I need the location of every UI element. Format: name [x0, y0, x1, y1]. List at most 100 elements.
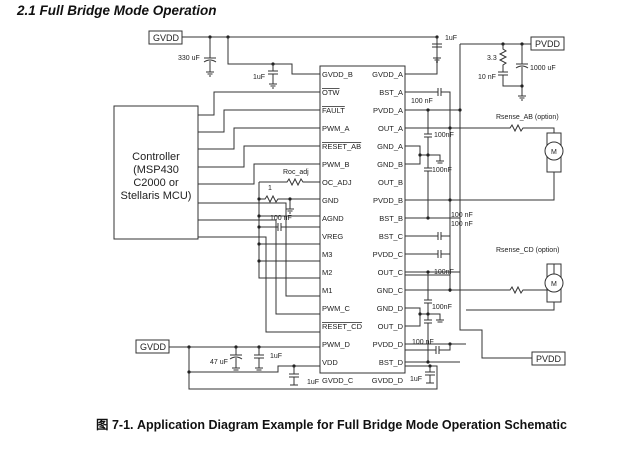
gvdd-rail-top	[182, 36, 438, 54]
ic-pin-out-a: OUT_A	[378, 124, 403, 133]
ic-left-pins: GVDD_B OTW FAULT PWM_A RESET_AB PWM_B OC_ADJ GN…	[322, 70, 363, 385]
ic-pin-reset-cd: RESET_CD	[322, 322, 363, 331]
section-title: 2.1 Full Bridge Mode Operation	[17, 3, 217, 18]
ic-pin-pwm-a: PWM_A	[322, 124, 350, 133]
ic-right-pins: GVDD_ABST_APVDD_AOUT_AGND_AGND_BOUT_BPVD…	[372, 70, 404, 385]
svg-text:PVDD: PVDD	[535, 39, 561, 49]
ic-pin-gnd: GND	[322, 196, 339, 205]
svg-text:47 uF: 47 uF	[210, 359, 228, 366]
svg-text:M: M	[551, 149, 557, 156]
capacitor-1uf-gvdd-b: 1uF	[253, 64, 278, 89]
ic-pin-bst-b: BST_B	[379, 214, 403, 223]
ic-pin-otw: OTW	[322, 88, 340, 97]
capacitors-ab	[424, 110, 432, 218]
svg-text:1uF: 1uF	[270, 353, 282, 360]
figure-caption: 图 7-1. Application Diagram Example for F…	[96, 418, 567, 432]
pvdd-rail-right	[459, 43, 531, 275]
resistor-1	[259, 194, 320, 204]
ic-pin-gvdd-c: GVDD_C	[322, 376, 354, 385]
ic-pin-gnd-d: GND_D	[377, 304, 404, 313]
ic-pin-gnd-c: GND_C	[377, 286, 404, 295]
svg-text:1: 1	[268, 185, 272, 192]
svg-text:1uF: 1uF	[307, 379, 319, 386]
svg-text:100 nF: 100 nF	[270, 215, 292, 222]
motor-cd	[544, 273, 564, 293]
capacitor-47uf	[229, 347, 243, 373]
ic-pin-agnd: AGND	[322, 214, 344, 223]
svg-text:(MSP430: (MSP430	[133, 164, 179, 176]
ic-pin-pvdd-a: PVDD_A	[373, 106, 403, 115]
svg-text:Stellaris MCU): Stellaris MCU)	[121, 190, 192, 202]
svg-text:100nF: 100nF	[432, 304, 452, 311]
ic-pin-pwm-c: PWM_C	[322, 304, 351, 313]
svg-text:10 nF: 10 nF	[478, 74, 496, 81]
capacitor-bst-c	[405, 250, 451, 292]
capacitor-bst-b	[405, 232, 450, 240]
ic-body	[319, 65, 406, 374]
capacitor-bst-d	[405, 344, 451, 354]
ic-pin-bst-c: BST_C	[379, 232, 404, 241]
ic-pin-vreg: VREG	[322, 232, 343, 241]
svg-text:GVDD: GVDD	[153, 33, 180, 43]
svg-text:1uF: 1uF	[445, 35, 457, 42]
ic-pin-gvdd-d: GVDD_D	[372, 376, 404, 385]
ic-pin-pvdd-b: PVDD_B	[373, 196, 403, 205]
ic-pin-bst-a: BST_A	[379, 88, 403, 97]
capacitor-vreg	[259, 223, 320, 231]
svg-text:PVDD: PVDD	[536, 354, 562, 364]
svg-text:3.3: 3.3	[487, 55, 497, 62]
capacitor-1uf-vdd	[254, 347, 264, 373]
ic-pin-out-d: OUT_D	[378, 322, 404, 331]
svg-text:Roc_adj: Roc_adj	[283, 169, 309, 176]
capacitor-1uf-gvdd-a: 1uF	[432, 35, 457, 63]
capacitor-1uf-gvdd-d	[425, 366, 435, 384]
svg-text:100 nF: 100 nF	[451, 212, 473, 219]
svg-text:1uF: 1uF	[253, 74, 265, 81]
capacitor-1000uf: 1000 uF	[515, 44, 556, 101]
ic-pin-m2: M2	[322, 268, 332, 277]
svg-text:100 nF: 100 nF	[412, 339, 434, 346]
ic-pin-gnd-a: GND_A	[377, 142, 403, 151]
capacitor-330uf: 330 uF	[178, 37, 217, 77]
ic-pin-m3: M3	[322, 250, 332, 259]
ic-pin-pvdd-d: PVDD_D	[373, 340, 404, 349]
controller-block: Controller (MSP430 C2000 or Stellaris MC…	[113, 105, 199, 240]
ic-pin-gnd-b: GND_B	[377, 160, 403, 169]
ic-pin-pwm-d: PWM_D	[322, 340, 351, 349]
svg-text:330 uF: 330 uF	[178, 55, 200, 62]
ic-pin-out-b: OUT_B	[378, 178, 403, 187]
svg-text:C2000 or: C2000 or	[133, 177, 179, 189]
svg-text:1uF: 1uF	[410, 376, 422, 383]
svg-text:GVDD: GVDD	[140, 342, 167, 352]
svg-text:Rsense_AB (option): Rsense_AB (option)	[496, 114, 559, 121]
pvdd-bottom-label: PVDD	[531, 351, 566, 366]
motor-ab	[544, 141, 564, 161]
ic-pin-oc-adj: OC_ADJ	[322, 178, 352, 187]
ic-pin-fault: FAULT	[322, 106, 345, 115]
svg-text:100 nF: 100 nF	[411, 98, 433, 105]
svg-text:100 nF: 100 nF	[451, 221, 473, 228]
svg-text:100nF: 100nF	[432, 167, 452, 174]
capacitor-10nf: 10 nF	[478, 71, 522, 87]
rsense-ab	[466, 123, 555, 133]
ic-pin-vdd: VDD	[322, 358, 338, 367]
ic-pin-pvdd-c: PVDD_C	[373, 250, 404, 259]
capacitor-bst-a	[405, 88, 451, 276]
ic-pin-m1: M1	[322, 286, 332, 295]
ic-pin-pwm-b: PWM_B	[322, 160, 350, 169]
ic-pin-reset-ab: RESET_AB	[322, 142, 361, 151]
ic-pin-bst-d: BST_D	[379, 358, 404, 367]
svg-text:Rsense_CD (option): Rsense_CD (option)	[496, 247, 559, 254]
svg-text:Controller: Controller	[132, 151, 180, 163]
svg-text:100nF: 100nF	[434, 269, 454, 276]
resistor-3-3: 3.3	[487, 44, 508, 72]
ic-pin-out-c: OUT_C	[378, 268, 404, 277]
ic-pin-gvdd-b: GVDD_B	[322, 70, 353, 79]
resistor-roc-adj	[259, 177, 320, 187]
svg-text:1000 uF: 1000 uF	[530, 65, 556, 72]
pvdd-top-label: PVDD	[530, 36, 565, 51]
gvdd-bottom-label: GVDD	[135, 339, 170, 354]
capacitor-1uf-gvdd-c	[289, 366, 299, 386]
svg-text:100nF: 100nF	[434, 132, 454, 139]
